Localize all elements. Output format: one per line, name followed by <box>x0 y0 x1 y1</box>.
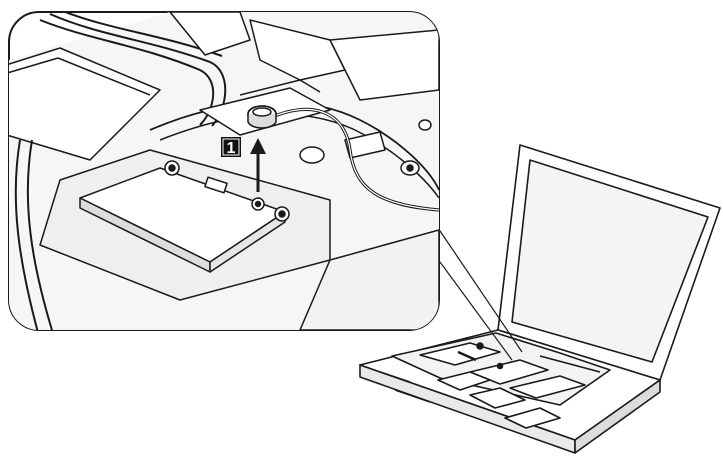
antenna-connector <box>251 197 265 211</box>
lift-arrow-up-icon <box>250 138 266 192</box>
laptop-illustration <box>359 144 721 454</box>
screw-left <box>164 160 180 176</box>
step-1-callout: 1 <box>221 137 241 157</box>
cable-plug <box>247 105 277 129</box>
step-1-label: 1 <box>227 140 236 157</box>
detail-view: 1 <box>8 11 440 331</box>
antenna-cable-bundle <box>39 19 215 126</box>
laptop-screen <box>511 159 709 363</box>
screw-right <box>274 206 290 222</box>
zoom-leader-lines <box>437 227 523 361</box>
wireless-card-top <box>9 47 161 161</box>
laptop-touchpad <box>504 407 561 429</box>
